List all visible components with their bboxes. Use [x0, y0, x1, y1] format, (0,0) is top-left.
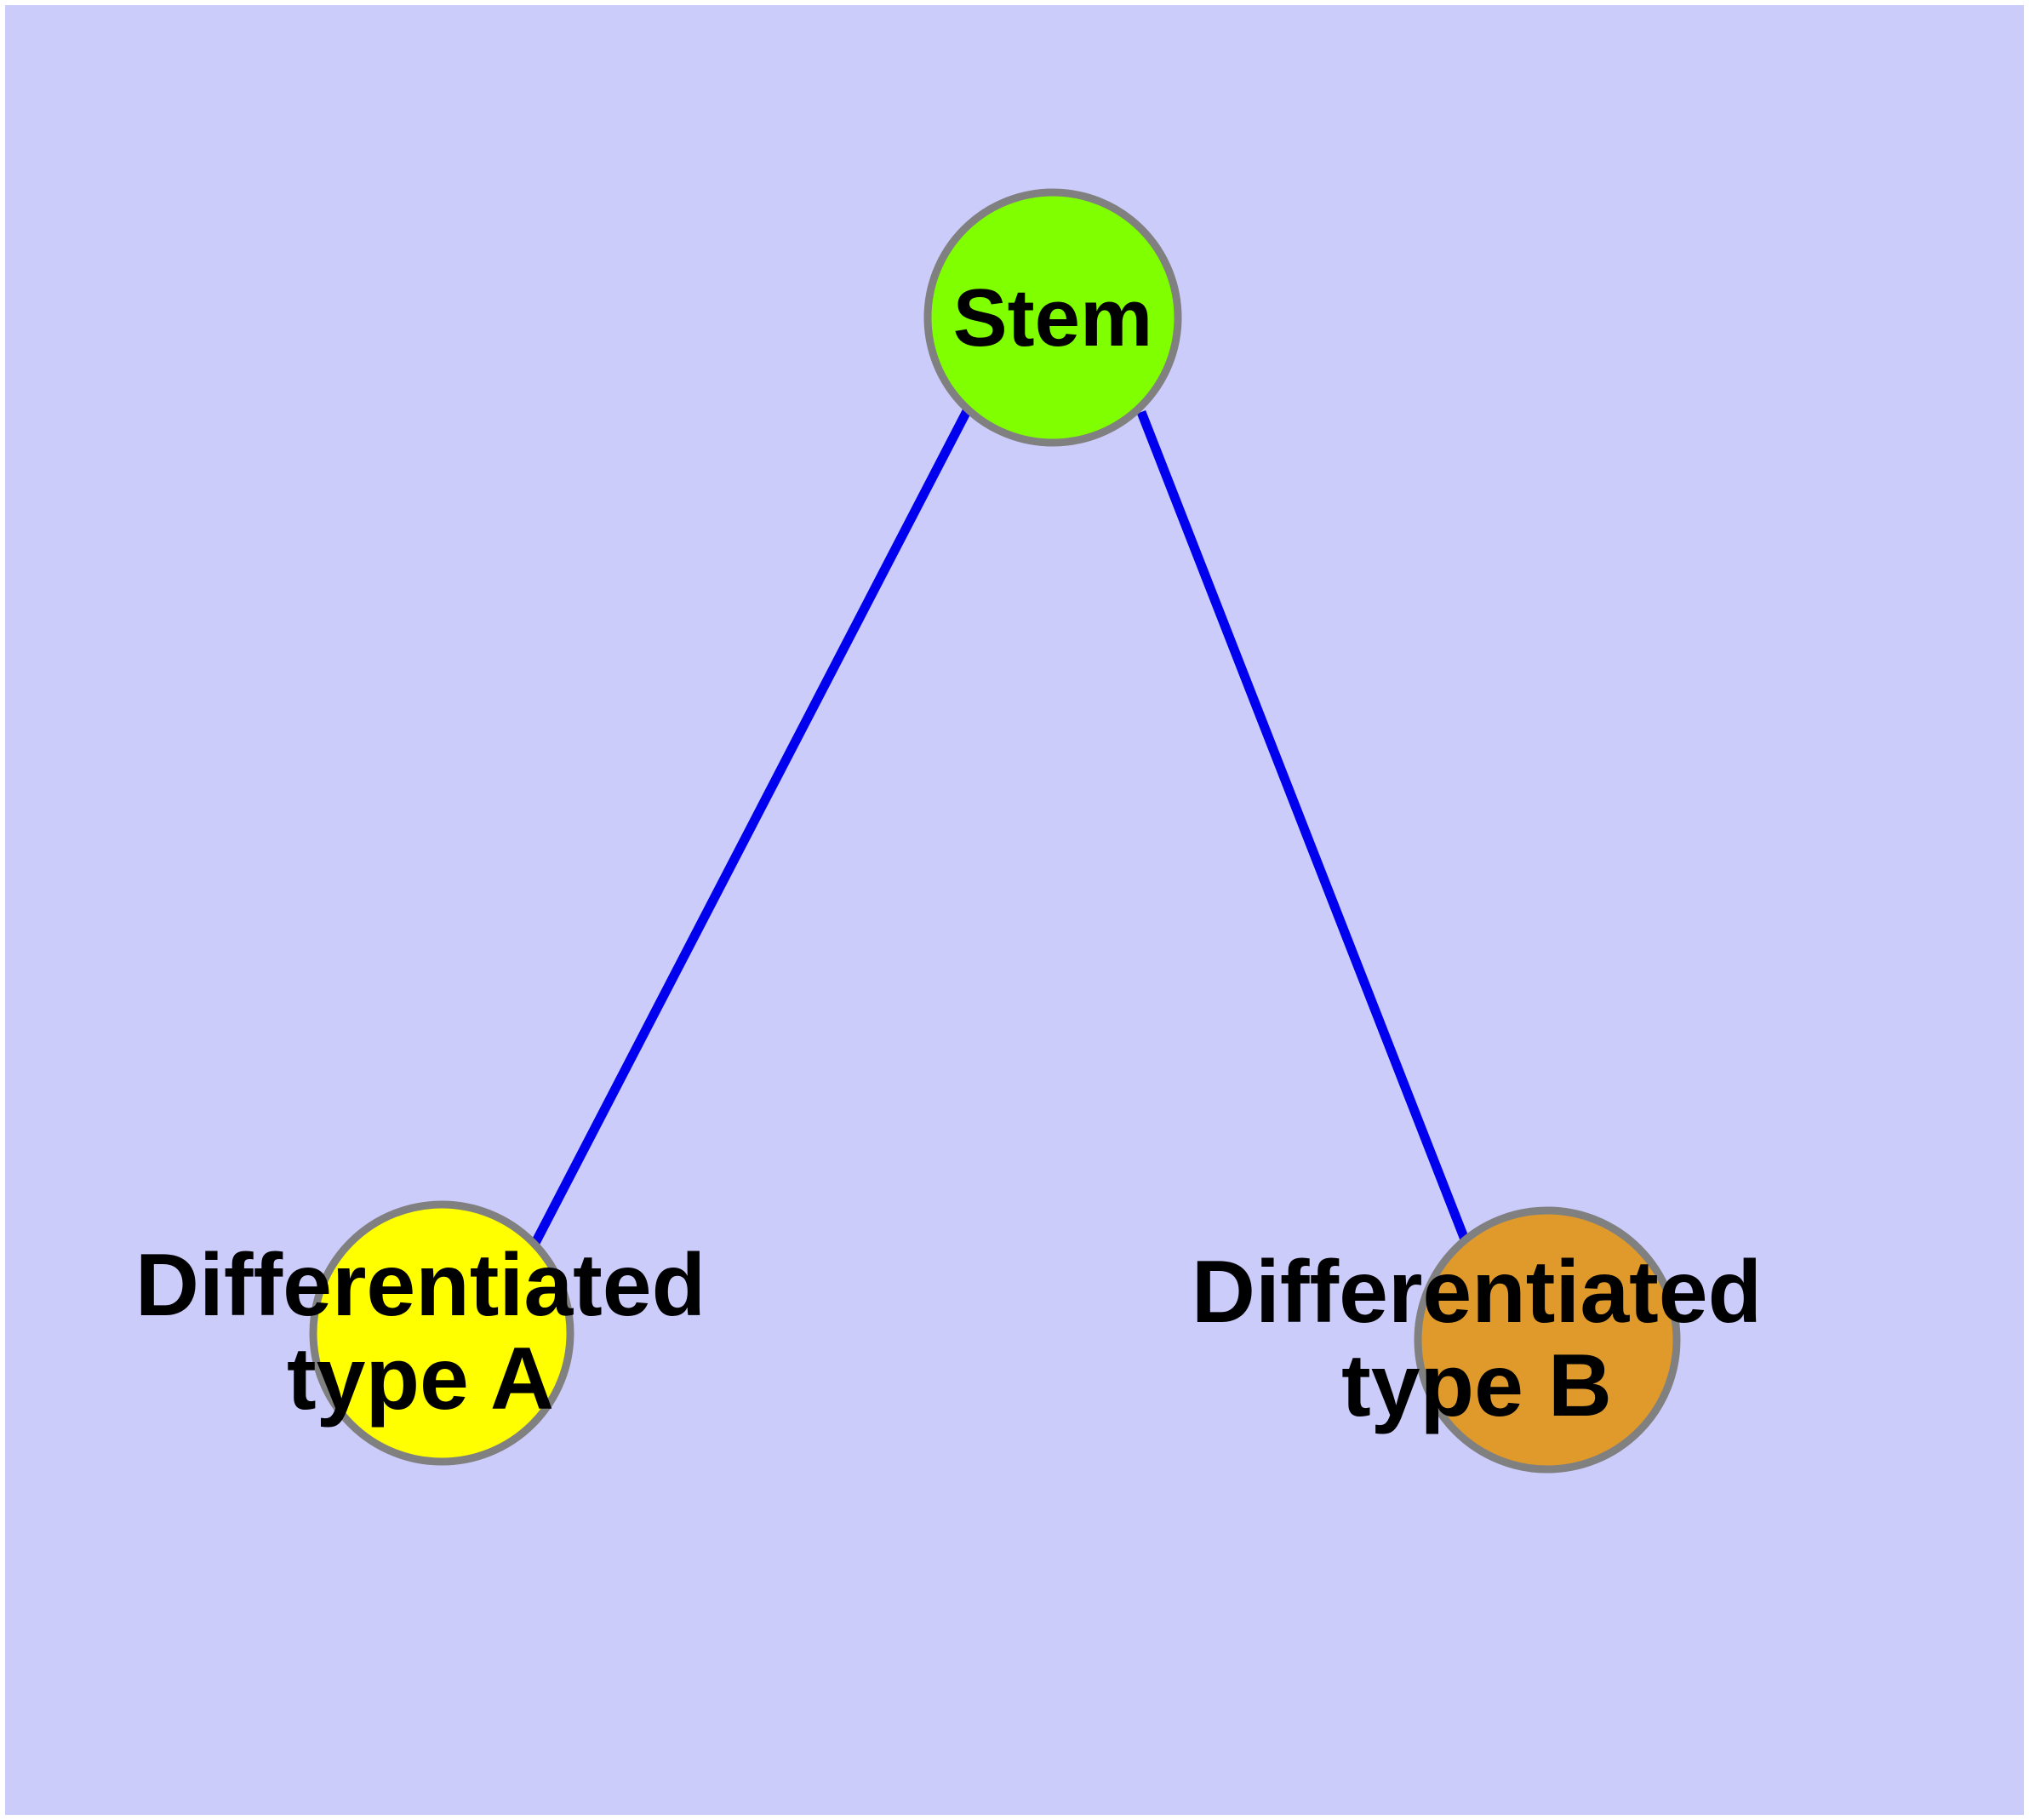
node-differentiated-type-b-label-line1: Differentiated: [1192, 1243, 1762, 1342]
node-stem-circle[interactable]: [923, 188, 1182, 447]
node-stem-label: Stem: [953, 272, 1153, 363]
node-differentiated-type-a-label-line2: type A: [287, 1330, 554, 1428]
node-differentiated-type-b-label-line2: type B: [1341, 1336, 1612, 1435]
node-differentiated-type-b-circle[interactable]: [1414, 1206, 1681, 1474]
node-differentiated-type-a-label-line1: Differentiated: [135, 1236, 706, 1335]
edge-group: [530, 407, 1470, 1247]
edge-stem-to-diff-a[interactable]: [530, 407, 972, 1247]
node-differentiated-type-a[interactable]: Differentiated type A: [135, 1200, 706, 1466]
node-stem[interactable]: Stem: [923, 188, 1182, 447]
node-differentiated-type-a-circle[interactable]: [309, 1200, 574, 1466]
node-differentiated-type-b[interactable]: Differentiated type B: [1192, 1206, 1762, 1474]
edge-stem-to-diff-b[interactable]: [1136, 409, 1470, 1242]
